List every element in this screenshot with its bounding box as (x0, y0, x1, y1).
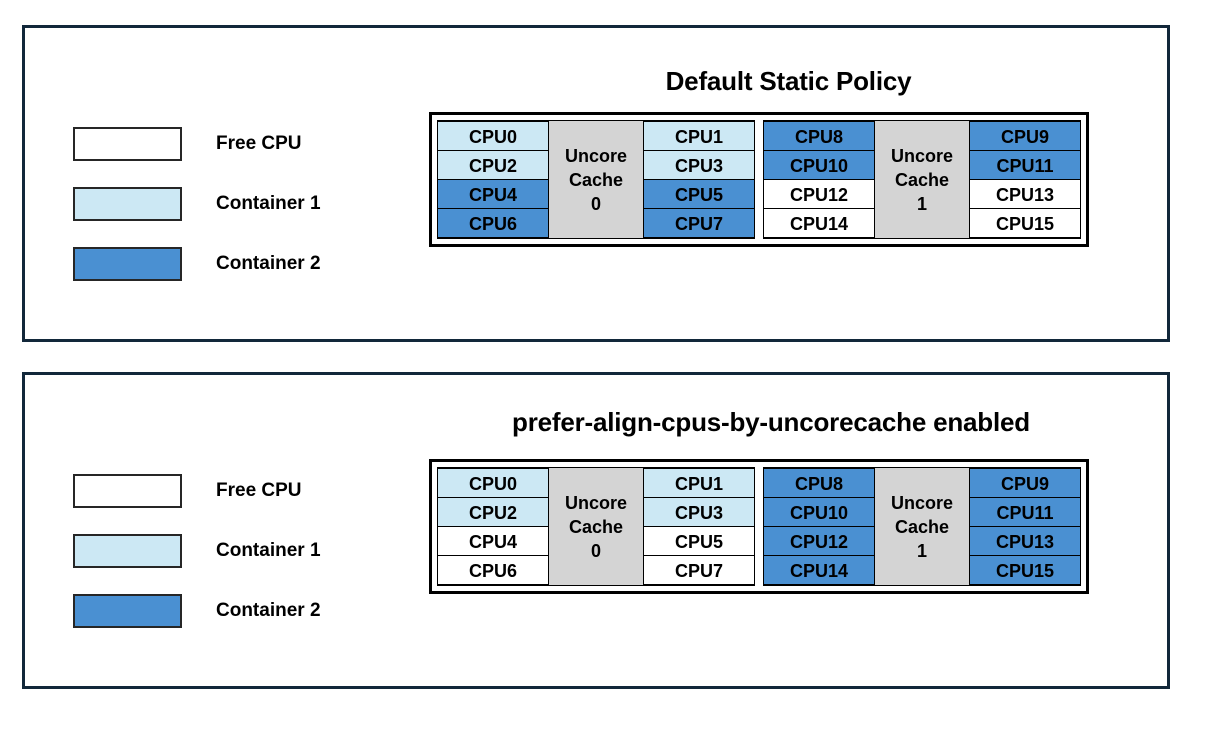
cpu-cell-cpu10[interactable]: CPU10 (763, 497, 875, 527)
cpu-cell-cpu10[interactable]: CPU10 (763, 150, 875, 180)
cpu-cell-cpu2[interactable]: CPU2 (437, 497, 549, 527)
cpu-cell-cpu13[interactable]: CPU13 (969, 526, 1081, 556)
uncore-cache-label-line: Uncore (564, 492, 627, 513)
cpu-cell-cpu15[interactable]: CPU15 (969, 555, 1081, 585)
uncore-cache-label-line: 0 (590, 193, 601, 214)
page-title: Default Static Policy (665, 66, 912, 96)
legend-item-label: Free CPU (216, 132, 302, 154)
cpu-cell-cpu14[interactable]: CPU14 (763, 555, 875, 585)
uncore-cache-label-line: Cache (568, 169, 624, 190)
legend: Free CPU Container 1 Container 2 (73, 473, 403, 628)
cpu-cell-cpu5[interactable]: CPU5 (643, 179, 755, 209)
cpu-cell-cpu13[interactable]: CPU13 (969, 179, 1081, 209)
cpu-cell-cpu3[interactable]: CPU3 (643, 497, 755, 527)
cpu-cell-cpu14[interactable]: CPU14 (763, 208, 875, 238)
uncore-cache-label-line: Cache (568, 516, 624, 537)
uncore-cache-label-line: Uncore (564, 145, 627, 166)
panel-prefer-align-cpus-by-uncorecache: prefer-align-cpus-by-uncorecache enabled… (22, 372, 1170, 689)
cpu-cell-cpu5[interactable]: CPU5 (643, 526, 755, 556)
cpu-cell-cpu4[interactable]: CPU4 (437, 179, 549, 209)
legend-item: Free CPU (73, 126, 403, 161)
uncore-cache-label-line: Uncore (890, 145, 953, 166)
cpu-cell-cpu12[interactable]: CPU12 (763, 179, 875, 209)
cpu-cell-cpu3[interactable]: CPU3 (643, 150, 755, 180)
cpu-cell-cpu11[interactable]: CPU11 (969, 150, 1081, 180)
cpu-cell-cpu7[interactable]: CPU7 (643, 208, 755, 238)
uncore-cache-label-line: 0 (590, 540, 601, 561)
legend-item-label: Container 1 (216, 192, 321, 214)
uncore-cache-label-line: Cache (894, 169, 950, 190)
legend-item: Container 2 (73, 593, 403, 628)
cpu-cell-cpu11[interactable]: CPU11 (969, 497, 1081, 527)
uncore-cache-label-line: 1 (916, 193, 927, 214)
uncore-cache-label-line: 1 (916, 540, 927, 561)
cpu-cell-cpu1[interactable]: CPU1 (643, 468, 755, 498)
cpu-cell-cpu2[interactable]: CPU2 (437, 150, 549, 180)
cpu-cell-cpu1[interactable]: CPU1 (643, 121, 755, 151)
legend-item-label: Free CPU (216, 479, 302, 501)
cpu-cell-cpu8[interactable]: CPU8 (763, 468, 875, 498)
legend-item-label: Container 2 (216, 599, 321, 621)
legend-swatch-container2 (73, 246, 182, 281)
legend-item: Free CPU (73, 473, 403, 508)
page-title: prefer-align-cpus-by-uncorecache enabled (512, 407, 1030, 437)
panel-default-static-policy: Default Static Policy Free CPU Container … (22, 25, 1170, 342)
cpu-cell-cpu9[interactable]: CPU9 (969, 121, 1081, 151)
legend-item: Container 2 (73, 246, 403, 281)
legend-swatch-container2 (73, 593, 182, 628)
legend-swatch-free (73, 126, 182, 161)
cpu-cell-cpu4[interactable]: CPU4 (437, 526, 549, 556)
cpu-cell-cpu9[interactable]: CPU9 (969, 468, 1081, 498)
cpu-cell-cpu0[interactable]: CPU0 (437, 468, 549, 498)
legend-item-label: Container 2 (216, 252, 321, 274)
uncore-cache-label-line: Uncore (890, 492, 953, 513)
legend: Free CPU Container 1 Container 2 (73, 126, 403, 281)
legend-item-label: Container 1 (216, 539, 321, 561)
cpu-cell-cpu8[interactable]: CPU8 (763, 121, 875, 151)
cpu-cell-cpu6[interactable]: CPU6 (437, 208, 549, 238)
cpu-cell-cpu0[interactable]: CPU0 (437, 121, 549, 151)
legend-swatch-free (73, 473, 182, 508)
cpu-cell-cpu6[interactable]: CPU6 (437, 555, 549, 585)
cpu-cell-cpu15[interactable]: CPU15 (969, 208, 1081, 238)
legend-item: Container 1 (73, 186, 403, 221)
uncore-cache-label-line: Cache (894, 516, 950, 537)
legend-swatch-container1 (73, 186, 182, 221)
legend-item: Container 1 (73, 533, 403, 568)
legend-swatch-container1 (73, 533, 182, 568)
cpu-cell-cpu7[interactable]: CPU7 (643, 555, 755, 585)
cpu-cell-cpu12[interactable]: CPU12 (763, 526, 875, 556)
